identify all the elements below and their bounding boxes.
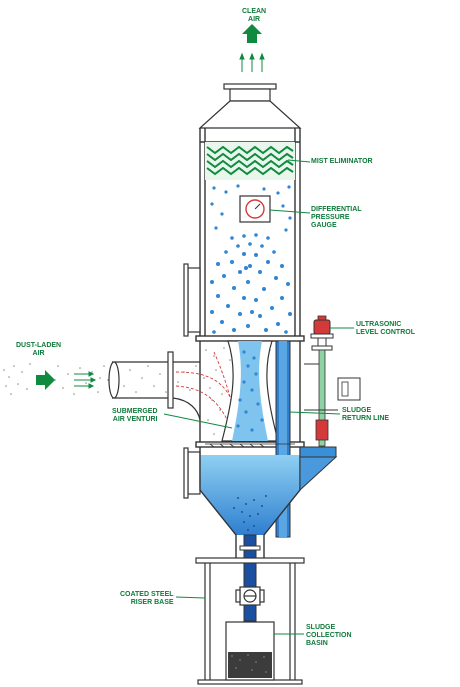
ultrasonic-level-control xyxy=(304,315,361,447)
water-droplets xyxy=(210,184,292,334)
inlet-duct xyxy=(108,351,201,421)
label-differential-pressure-gauge: DIFFERENTIAL PRESSURE GAUGE xyxy=(311,206,362,230)
label-sav-line-1: SUBMERGED xyxy=(112,408,158,415)
label-mist-eliminator: MIST ELIMINATOR xyxy=(311,158,373,166)
label-clean-air: CLEAN AIR xyxy=(242,8,266,24)
label-srl-line-2: RETURN LINE xyxy=(342,415,390,422)
label-ulc-line-2: LEVEL CONTROL xyxy=(356,329,415,336)
label-dla-line-1: DUST-LADEN xyxy=(16,342,62,349)
side-flanges xyxy=(183,263,201,499)
drain-pipe xyxy=(239,534,261,622)
valve-icon xyxy=(235,586,265,606)
label-clean-air-line-2: AIR xyxy=(248,16,261,23)
label-sav-line-2: AIR VENTURI xyxy=(112,416,158,423)
label-coated-steel-riser-base: COATED STEEL RISER BASE xyxy=(120,591,174,607)
inlet-arrow-icon xyxy=(36,370,55,390)
label-scb-line-1: SLUDGE xyxy=(306,624,336,631)
label-srl-line-1: SLUDGE xyxy=(342,407,372,414)
label-csrb-line-1: COATED STEEL xyxy=(120,591,174,598)
label-sludge-return-line: SLUDGE RETURN LINE xyxy=(342,407,389,423)
grating xyxy=(205,443,295,448)
air-venturi xyxy=(221,340,279,442)
riser-base xyxy=(195,557,305,685)
label-clean-air-line-1: CLEAN xyxy=(242,8,267,15)
label-dpg-line-2: PRESSURE xyxy=(311,214,350,221)
label-scb-line-3: BASIN xyxy=(306,640,328,647)
mist-eliminator xyxy=(205,142,295,180)
label-sludge-collection-basin: SLUDGE COLLECTION BASIN xyxy=(306,624,352,648)
label-scb-line-2: COLLECTION xyxy=(306,632,352,639)
label-submerged-air-venturi: SUBMERGED AIR VENTURI xyxy=(112,408,158,424)
label-dpg-line-1: DIFFERENTIAL xyxy=(311,206,362,213)
inlet-flow-arrows-icon xyxy=(74,371,97,389)
label-mist-eliminator-line-1: MIST ELIMINATOR xyxy=(311,158,373,165)
sludge-collection-basin xyxy=(225,621,275,681)
label-ultrasonic-level-control: ULTRASONIC LEVEL CONTROL xyxy=(356,321,415,337)
airflow-arrows-icon xyxy=(239,52,265,72)
label-dust-laden-air: DUST-LADEN AIR xyxy=(16,342,61,358)
clean-air-arrow-icon xyxy=(242,24,262,43)
label-csrb-line-2: RISER BASE xyxy=(130,599,174,606)
label-dla-line-2: AIR xyxy=(32,350,45,357)
pressure-gauge-icon xyxy=(239,195,271,223)
top-outlet xyxy=(198,83,302,129)
leader-lines xyxy=(163,159,354,635)
venturi-droplets xyxy=(236,350,264,432)
label-dpg-line-3: GAUGE xyxy=(311,222,337,229)
label-ulc-line-1: ULTRASONIC xyxy=(356,321,402,328)
water-sump xyxy=(199,446,338,560)
sludge-particles xyxy=(233,495,267,531)
